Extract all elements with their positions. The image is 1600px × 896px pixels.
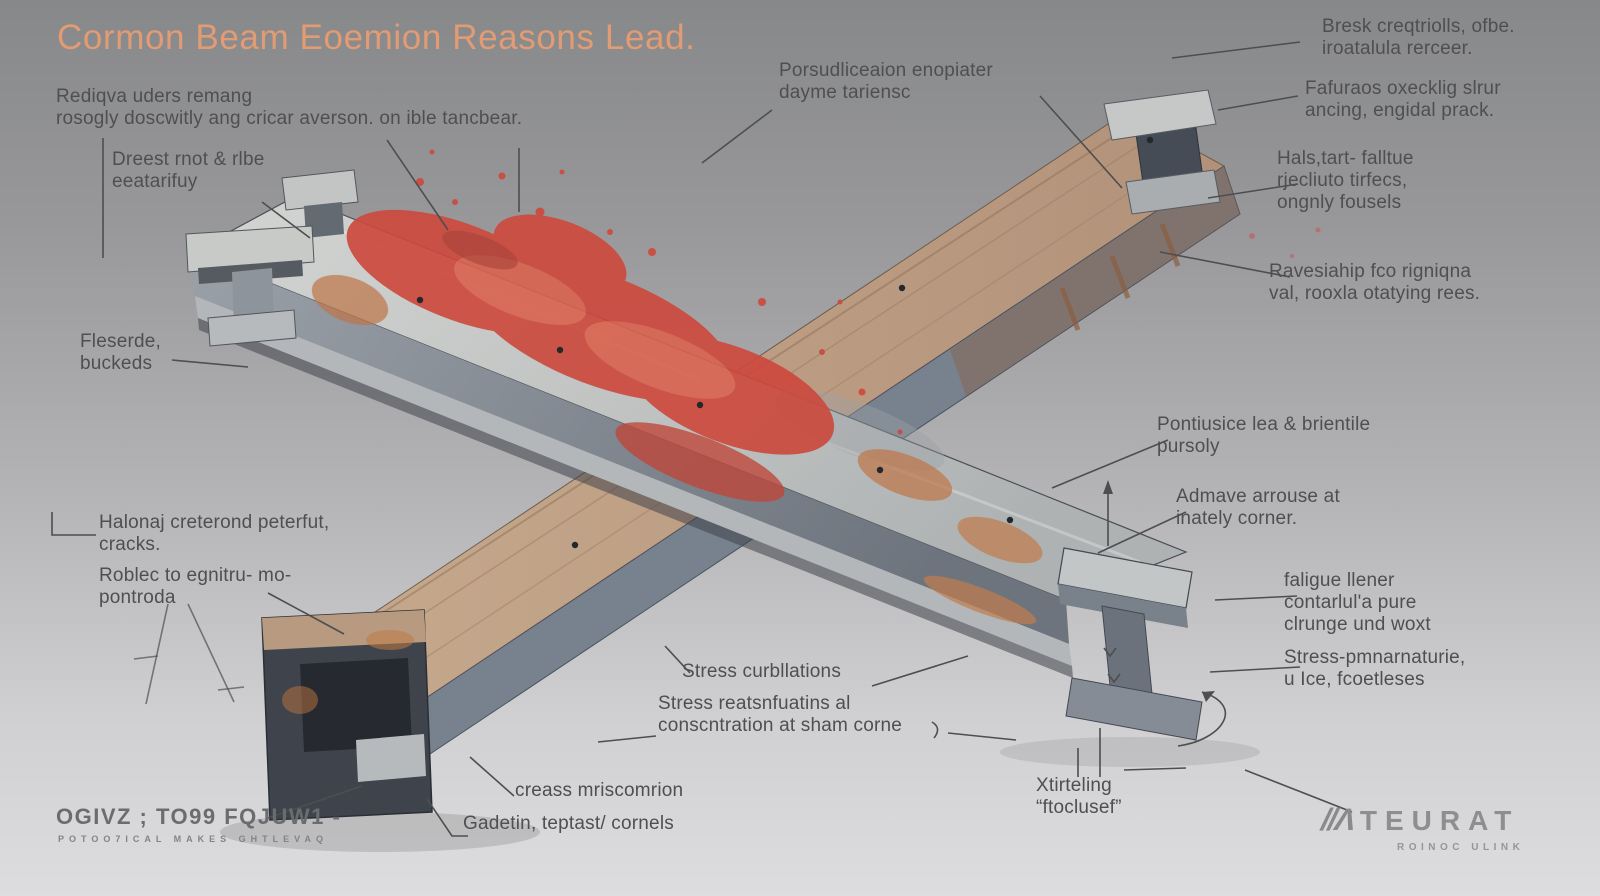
label-bresk: Bresk creqtriolls, ofbe. iroatalula rerc… (1322, 16, 1515, 60)
label-gadetin: Gadetin, teptast/ cornels (463, 813, 674, 834)
label-rediqva: Rediqva uders remang rosogly doscwitly a… (56, 86, 523, 130)
label-fleserde: Fleserde, buckeds (80, 331, 162, 375)
leader-lines (51, 41, 1353, 837)
label-ravesiahip: Ravesiahip fco rigniqna val, rooxla otat… (1269, 261, 1481, 305)
label-dreest: Dreest rnot & rlbe eeatarifuy (112, 149, 265, 193)
label-hals: Hals,tart- falltue rjecliuto tirfecs, on… (1277, 148, 1414, 214)
logo-subtext: ROINOC ULINK (1397, 842, 1525, 853)
red-paint-splatter (346, 149, 1321, 502)
label-pontiusice: Pontiusice lea & brientile pursoly (1157, 414, 1371, 458)
label-halonaj: Halonaj creterond peterfut, cracks. (99, 512, 330, 556)
hook-arrow-icon (931, 721, 939, 739)
label-stress-curbllations: Stress curbllations (682, 661, 842, 682)
label-roblec: Roblec to egnitru- mo- pontroda (99, 565, 292, 609)
chevron-down-icon (1103, 647, 1117, 658)
brand-logo: //Λ TEURAT (1317, 802, 1520, 838)
label-faligue: faligue llener contarlul'a pure clrunge … (1284, 570, 1431, 636)
label-stress-premature: Stress-pmnarnaturie, u Ice, fcoetleses (1284, 647, 1466, 691)
footer-code: OGIVZ ; TO99 FQJUW1 - (56, 804, 342, 829)
swoosh-arrow-icon (1177, 691, 1226, 747)
footer-code-sub: POTOO7ICAL MAKES GHTLEVAQ (58, 834, 329, 844)
page-title: Cormon Beam Eoemion Reasons Lead. (57, 18, 696, 57)
logo-mark-icon: //Λ (1317, 802, 1360, 837)
chevron-down-icon (1107, 673, 1121, 684)
logo-text: TEURAT (1359, 805, 1520, 836)
up-arrow-marker (1103, 480, 1113, 546)
label-creass: creass mriscomrion (515, 780, 684, 801)
label-stress-concentration: Stress reatsnfuatins al conscntration at… (658, 693, 903, 737)
rust-patches (311, 274, 1043, 625)
label-admave: Admave arrouse at inately corner. (1176, 486, 1340, 530)
label-xtirteling: Xtirteling “ftoclusef” (1036, 775, 1122, 819)
ground-shadows (220, 737, 1260, 852)
label-fafuraos: Fafuraos oxecklig slrur ancing, engidal … (1305, 78, 1501, 122)
label-porsud: Porsudliceaion enopiater dayme tariensc (779, 60, 993, 104)
steel-beam (185, 149, 1321, 741)
